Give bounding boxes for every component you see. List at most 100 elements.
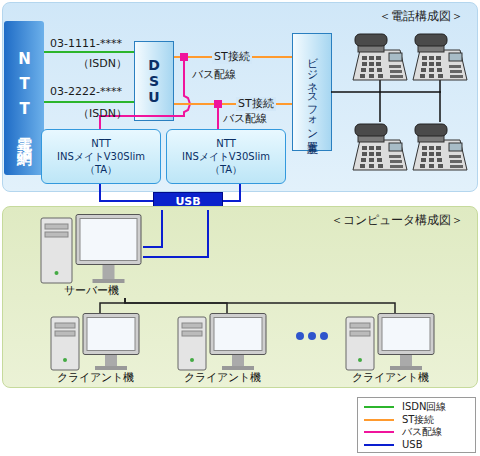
monitor-stand xyxy=(103,264,115,280)
monitor-stand xyxy=(400,354,412,367)
phone-wire xyxy=(331,91,441,93)
monitor-screen xyxy=(80,219,137,261)
legend-text: ST接続 xyxy=(402,413,434,427)
computer-tower xyxy=(41,218,72,283)
bus-junction xyxy=(214,100,222,108)
drive-bay xyxy=(45,224,68,229)
drive-bay xyxy=(182,331,202,336)
box-label: NTT INSメイトV30Slim （TA） xyxy=(56,137,146,176)
ellipsis-dot xyxy=(296,332,304,340)
drive-bay xyxy=(45,232,68,237)
monitor-base xyxy=(222,366,254,370)
power-lamp xyxy=(63,358,67,362)
box-label: DSU xyxy=(146,57,162,105)
connectors xyxy=(44,52,395,313)
monitor-base xyxy=(390,366,422,370)
legend-box: ISDN回線ST接続バス配線USB xyxy=(357,397,476,453)
isdn-line xyxy=(44,51,134,53)
computer-label: サーバー機 xyxy=(39,283,143,298)
monitor xyxy=(210,314,266,355)
legend-swatch xyxy=(364,403,394,411)
bus-line xyxy=(174,104,218,129)
st-line xyxy=(174,103,292,105)
computer-tower xyxy=(346,317,374,370)
usb-line xyxy=(143,210,162,247)
computer-tower xyxy=(178,317,206,370)
monitor-stand xyxy=(232,354,244,367)
phone-wire xyxy=(439,80,441,122)
computer: クライアント機 xyxy=(344,313,436,385)
lan-line xyxy=(100,298,125,313)
phone-wiring xyxy=(331,80,441,122)
box-label: ビジネスフォン主装置 xyxy=(305,50,319,134)
drive-bay xyxy=(350,331,370,336)
panel-area: サーバー機クライアント機 クライアント機 クライアント機 ＜コンピュータ構成図＞ xyxy=(2,206,478,388)
power-lamp xyxy=(190,358,194,362)
computer: クライアント機 xyxy=(49,313,141,385)
box-label: NTT電話網 xyxy=(15,50,34,146)
legend-swatch xyxy=(364,416,394,424)
isdn-line xyxy=(44,101,134,103)
device-box: DSU xyxy=(134,41,174,121)
usb-line xyxy=(143,210,208,257)
legend-swatch xyxy=(364,428,394,436)
box-label: NTT INSメイトV30Slim （TA） xyxy=(181,137,271,176)
monitor xyxy=(83,314,139,355)
phone-wire xyxy=(379,80,381,122)
panel-heading: ＜電話構成図＞ xyxy=(379,8,463,25)
panel-heading: ＜コンピュータ構成図＞ xyxy=(331,212,463,229)
power-lamp xyxy=(358,358,362,362)
legend-text: バス配線 xyxy=(402,425,442,439)
panel-area: NTT電話網 DSU ビジネスフォン主装置 NTT INSメイトV30Slim （TA… xyxy=(2,2,478,192)
ellipsis-dots xyxy=(296,332,328,340)
monitor-base xyxy=(95,366,127,370)
st-line xyxy=(174,56,292,58)
legend-line xyxy=(364,419,394,421)
legend-swatch xyxy=(364,441,394,449)
junctions xyxy=(180,53,222,108)
power-lamp xyxy=(55,271,59,275)
drive-bay xyxy=(182,323,202,328)
ellipsis-dot xyxy=(308,332,316,340)
computer-tower xyxy=(51,317,79,370)
ellipsis-dot xyxy=(320,332,328,340)
legend-line xyxy=(364,431,394,433)
device-box: ビジネスフォン主装置 xyxy=(292,33,332,151)
legend-entry: バス配線 xyxy=(364,426,475,439)
computer: サーバー機 xyxy=(39,214,143,298)
monitor xyxy=(378,314,434,355)
drive-bay xyxy=(55,331,75,336)
legend-text: ISDN回線 xyxy=(402,400,446,414)
legend-entry: ISDN回線 xyxy=(364,401,475,414)
legend-line xyxy=(364,406,394,408)
drive-bay xyxy=(350,323,370,328)
phone-icon xyxy=(353,34,407,80)
computer-label: クライアント機 xyxy=(49,370,141,385)
monitor xyxy=(76,215,141,265)
bus-line xyxy=(100,57,190,129)
computer-label: クライアント機 xyxy=(344,370,436,385)
legend-line xyxy=(364,444,394,446)
phone-icon xyxy=(353,124,407,170)
computer-label: クライアント機 xyxy=(176,370,268,385)
legend-entry: ST接続 xyxy=(364,414,475,427)
adapter-box: NTT INSメイトV30Slim （TA） xyxy=(41,129,161,184)
phone-icon xyxy=(413,34,467,80)
lan-line xyxy=(125,298,227,313)
monitor-screen xyxy=(382,318,430,351)
usb-line xyxy=(100,184,153,201)
monitor-screen xyxy=(214,318,262,351)
legend-text: USB xyxy=(402,439,423,450)
adapter-box: NTT INSメイトV30Slim （TA） xyxy=(166,129,286,184)
computer: クライアント機 xyxy=(176,313,268,385)
monitor-screen xyxy=(87,318,135,351)
usb-line xyxy=(223,184,240,201)
phone-icon xyxy=(413,124,467,170)
legend-entry: USB xyxy=(364,439,475,452)
network-box: NTT電話網 xyxy=(4,21,44,175)
bus-junction xyxy=(180,53,188,61)
monitor-base xyxy=(93,279,125,283)
drive-bay xyxy=(55,323,75,328)
lan-line xyxy=(125,298,395,313)
monitor-stand xyxy=(105,354,117,367)
